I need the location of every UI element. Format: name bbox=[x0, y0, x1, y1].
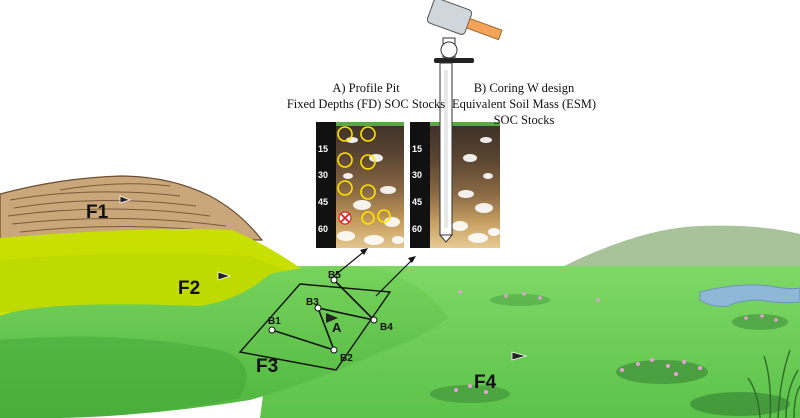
sampling-grid-outline bbox=[238, 283, 392, 371]
field-f3-lower-band bbox=[0, 336, 247, 418]
f2-sample-marker bbox=[217, 271, 232, 281]
panel-a-subtitle: Fixed Depths (FD) SOC Stocks bbox=[287, 97, 445, 111]
point-label-b2: B2 bbox=[340, 353, 353, 364]
tall-grass bbox=[747, 349, 800, 418]
hammer-icon bbox=[426, 0, 503, 41]
core-depth-45: 45 bbox=[412, 197, 422, 207]
field-label-f3: F3 bbox=[256, 356, 278, 377]
field-f2-shade bbox=[0, 253, 300, 312]
field-f1-hill bbox=[0, 175, 264, 241]
arrow-to-coring bbox=[375, 257, 415, 297]
panel-b-title: B) Coring W design bbox=[474, 81, 575, 95]
panel-b-subtitle-2: SOC Stocks bbox=[494, 113, 555, 127]
soil-probe bbox=[434, 37, 474, 243]
center-label-a: A bbox=[332, 320, 342, 335]
arrow-head-profile-pit bbox=[360, 248, 368, 255]
arrow-head-coring bbox=[408, 256, 416, 263]
creek bbox=[699, 284, 800, 307]
panel-a-title: A) Profile Pit bbox=[332, 81, 400, 95]
pit-depth-45: 45 bbox=[318, 197, 328, 207]
coring-panel bbox=[410, 122, 500, 248]
core-depth-60: 60 bbox=[412, 224, 422, 234]
pit-depth-15: 15 bbox=[318, 144, 328, 154]
arrow-to-profile-pit bbox=[333, 249, 367, 277]
field-label-f4: F4 bbox=[474, 372, 497, 393]
distant-hill bbox=[560, 225, 800, 272]
field-label-f2: F2 bbox=[178, 278, 200, 299]
core-depth-30: 30 bbox=[412, 170, 422, 180]
flowers bbox=[454, 290, 778, 394]
point-label-b1: B1 bbox=[268, 316, 281, 327]
coring-points bbox=[268, 276, 378, 354]
center-sample-marker bbox=[326, 313, 338, 323]
field-label-f1: F1 bbox=[86, 202, 109, 223]
panel-b-subtitle: Equivalent Soil Mass (ESM) bbox=[452, 97, 596, 111]
f4-sample-marker bbox=[511, 351, 528, 361]
pit-depth-30: 30 bbox=[318, 170, 328, 180]
point-label-b3: B3 bbox=[306, 297, 319, 308]
point-label-b4: B4 bbox=[380, 322, 393, 333]
profile-pit-panel bbox=[316, 122, 404, 248]
pit-depth-60: 60 bbox=[318, 224, 328, 234]
f1-sample-marker bbox=[119, 195, 132, 204]
core-depth-15: 15 bbox=[412, 144, 422, 154]
